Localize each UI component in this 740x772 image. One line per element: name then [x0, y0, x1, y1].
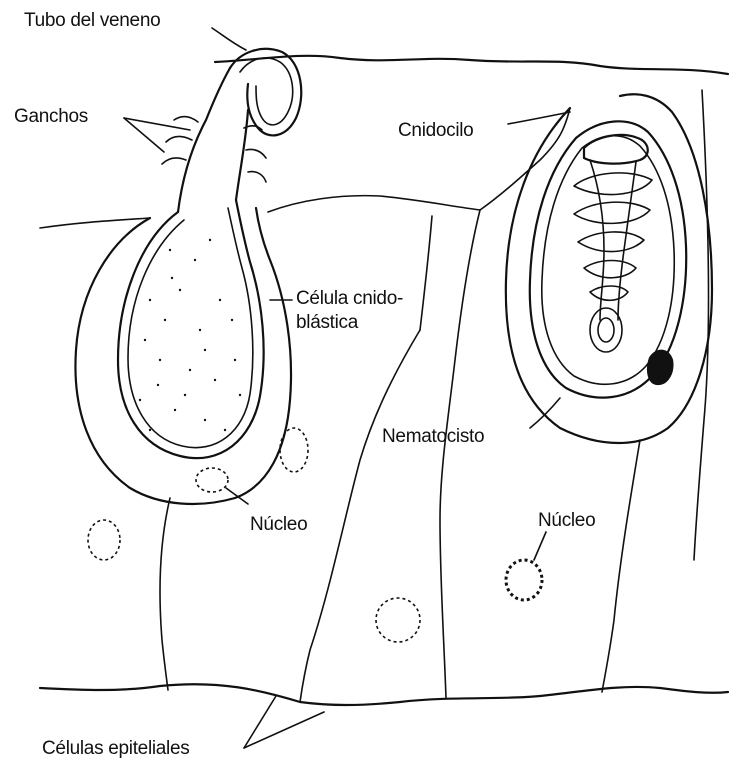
epithelial-cell-wall-5 [602, 440, 640, 692]
coiled-thread [574, 160, 652, 352]
nucleus-epithelial-right [506, 560, 542, 600]
tissue-lower-surface [40, 684, 728, 705]
nucleus-left-cnidoblast [196, 468, 228, 492]
leader-ganchos-2 [124, 118, 164, 152]
cell-boundary-top [40, 196, 480, 228]
leader-tubo [212, 28, 246, 50]
label-nematocisto: Nematocisto [382, 426, 484, 448]
left-tube-neck [178, 68, 248, 212]
epithelial-cell-wall-1 [160, 498, 170, 690]
leader-ganchos-1 [124, 118, 190, 130]
left-nematocyst-capsule-inner [128, 208, 253, 448]
label-cnidocilo: Cnidocilo [398, 120, 473, 142]
label-celula-cnidoblastica-1: Célula cnido- [296, 288, 403, 310]
left-cnidoblast-cell [75, 208, 291, 504]
ganchos-hooks [162, 117, 266, 183]
epithelial-cell-wall-2 [300, 330, 420, 702]
label-celula-cnidoblastica-2: blástica [296, 312, 358, 334]
nucleus-epithelial-1 [88, 520, 120, 560]
label-nucleo-right: Núcleo [538, 510, 595, 532]
epithelial-cell-wall-3 [420, 216, 432, 330]
leader-lines [124, 28, 570, 748]
label-celulas-epiteliales: Células epiteliales [42, 738, 189, 760]
nucleus-epithelial-3 [376, 598, 420, 642]
right-cnidoblast-nucleus [648, 351, 672, 384]
leader-nucleo-left [226, 488, 248, 504]
epithelial-cell-wall-4 [440, 210, 480, 698]
right-cnidoblast-cell [506, 94, 712, 443]
leader-nucleo-right [534, 532, 546, 560]
nucleus-epithelial-2 [280, 428, 308, 472]
label-tubo-del-veneno: Tubo del veneno [24, 10, 160, 32]
operculum-cap [584, 135, 648, 164]
label-ganchos: Ganchos [14, 106, 88, 128]
capsule-stippling [139, 239, 241, 431]
label-nucleo-left: Núcleo [250, 514, 307, 536]
